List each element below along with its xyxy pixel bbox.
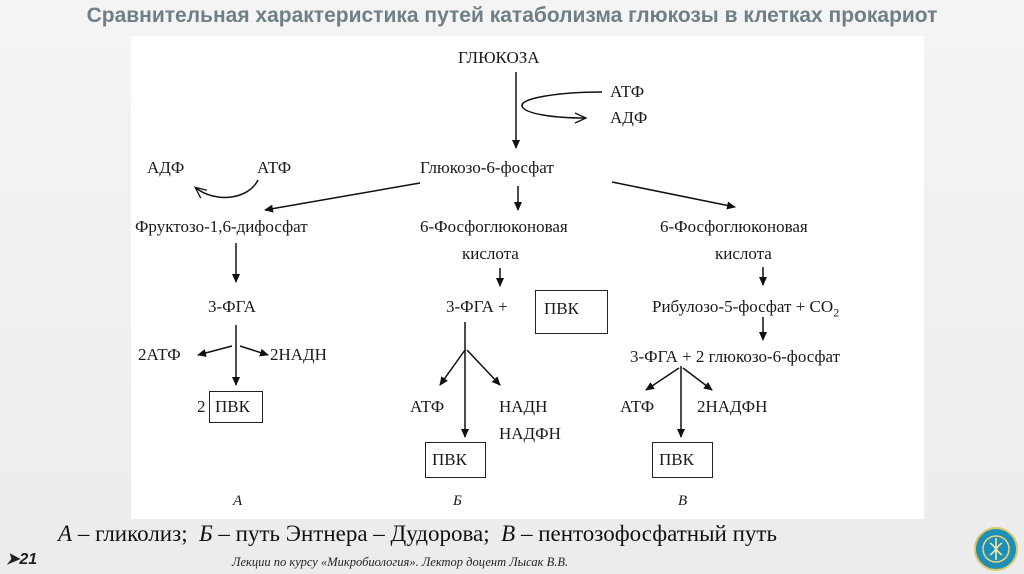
legend-c-text: – пентозофосфатный путь [515,521,777,546]
phosphogluconic-mid-line2: кислота [462,244,519,263]
nadh2-a-label: 2НАДН [270,345,327,364]
slide-title: Сравнительная характеристика путей катаб… [86,4,938,27]
legend-b-letter: Б [199,521,213,546]
column-c-letter: В [678,493,688,509]
glucose-label: ГЛЮКОЗА [458,48,540,67]
legend-a-letter: А [58,521,73,546]
pvk-a-label: ПВК [215,397,250,416]
arrow-atp-adp-left [193,179,259,199]
arrow-branch-atp-a [197,345,233,357]
pvk-c-box: ПВК [652,442,713,478]
legend-a-text: – гликолиз; [72,521,200,546]
arrow-g6p-right [611,181,736,210]
atp2-a-label: 2АТФ [138,345,181,364]
arrow-atp-adp-top [521,91,603,124]
pvk-b-top-label: ПВК [544,299,579,318]
f16dp-label: Фруктозо-1,6-дифосфат [135,217,308,236]
fga-a-label: 3-ФГА [208,297,256,316]
phosphogluconic-right-line1: 6-Фосфоглюконовая [660,217,808,236]
g6p-label: Глюкозо-6-фосфат [420,158,554,177]
pvk-a-prefix: 2 [197,397,206,416]
ribulose-subscript: 2 [833,305,840,320]
page-marker-icon: ➤ [6,551,20,568]
nadph-b-label: НАДФН [499,424,561,443]
column-b-letter: Б [453,493,462,509]
diagram-panel [131,36,924,519]
pvk-b-label: ПВК [432,450,467,469]
arrow-branch-nadh-a [239,345,269,357]
ribulose-label: Рибулозо-5-фосфат + СО2 [652,297,840,320]
fga-b-label: 3-ФГА + [446,297,508,316]
footer-text: Лекции по курсу «Микробиология». Лектор … [232,555,569,569]
phosphogluconic-right-line2: кислота [715,244,772,263]
adp-left-label: АДФ [147,158,185,177]
page-number: ➤21 [6,549,37,569]
column-a-letter: А [233,493,243,509]
pvk-a-box: ПВК [209,391,263,423]
fga-c-label: 3-ФГА + 2 глюкозо-6-фосфат [630,347,841,366]
adp-top-label: АДФ [610,108,648,127]
arrow-branch-nadph-c [682,367,713,391]
legend: А – гликолиз; Б – путь Энтнера – Дудоров… [58,521,777,547]
atp-top-label: АТФ [610,82,645,101]
pvk-b-top-box: ПВК [535,290,608,334]
legend-c-letter: В [501,521,516,546]
atp-c-label: АТФ [620,397,655,416]
atp-left-label: АТФ [257,158,292,177]
arrow-g6p-left [264,182,421,213]
atp-b-label: АТФ [410,397,445,416]
legend-b-text: – путь Энтнера – Дудорова; [212,521,502,546]
arrow-branch-nadh-b [466,349,501,386]
pvk-b-box: ПВК [425,442,486,478]
arrow-branch-atp-c [645,367,680,391]
university-logo-icon [974,527,1018,571]
phosphogluconic-mid-line1: 6-Фосфоглюконовая [420,217,568,236]
page-number-value: 21 [19,551,38,568]
nadh-b-label: НАДН [499,397,548,416]
nadph2-c-label: 2НАДФН [697,397,768,416]
arrow-branch-atp-b [439,349,466,386]
pvk-c-label: ПВК [659,450,694,469]
